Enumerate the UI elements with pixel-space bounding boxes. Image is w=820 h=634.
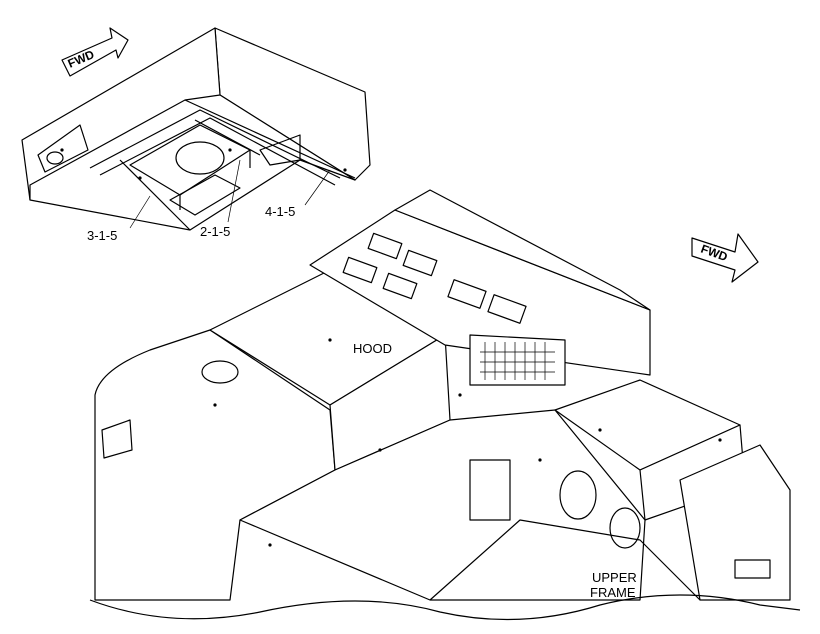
label-4-1-5: 4-1-5	[265, 204, 295, 219]
leader-4-1-5	[304, 169, 331, 206]
label-2-1-5: 2-1-5	[200, 224, 230, 239]
leader-2-1-5	[227, 159, 241, 223]
vent-grilles	[342, 232, 527, 324]
fwd-arrow-right: FWD	[691, 233, 759, 283]
top-cover-assembly	[21, 27, 371, 231]
upper-structure	[94, 189, 791, 601]
break-line	[89, 594, 801, 621]
mesh-panel	[480, 342, 555, 380]
label-hood: HOOD	[353, 341, 392, 356]
leader-3-1-5	[129, 195, 151, 229]
fwd-arrow-top: FWD	[61, 27, 129, 77]
label-3-1-5: 3-1-5	[87, 228, 117, 243]
label-frame: FRAME	[590, 585, 636, 600]
label-upper: UPPER	[592, 570, 637, 585]
